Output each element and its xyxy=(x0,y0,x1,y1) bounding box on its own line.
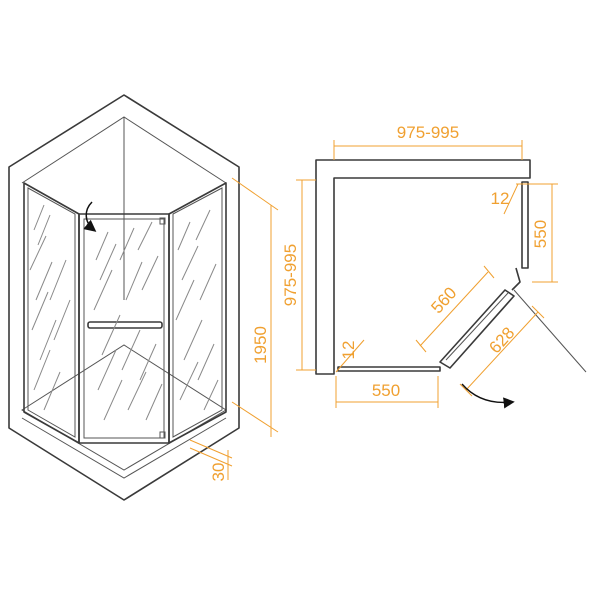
door-glass-label: 560 xyxy=(427,283,460,317)
room-outline xyxy=(8,94,240,501)
glass-hatching xyxy=(29,204,219,421)
door-opening-label: 628 xyxy=(485,323,518,357)
side-panel-bottom-lines xyxy=(335,376,439,408)
offset-left-lines xyxy=(335,339,365,373)
bottom-side-glass xyxy=(337,366,441,372)
offset-right-label: 12 xyxy=(491,189,510,208)
door-opening-arrow-icon xyxy=(461,383,515,409)
hinge-top xyxy=(159,217,166,225)
door-glass-dimension-lines xyxy=(415,265,495,353)
tray-dimension-lines xyxy=(189,439,233,480)
back-walls xyxy=(21,116,227,300)
wall-outline xyxy=(315,159,531,375)
hinge-bottom xyxy=(159,431,166,439)
side-panel-right-lines xyxy=(532,183,558,283)
angled-door xyxy=(439,289,515,369)
door-swing-arrow-icon xyxy=(83,201,97,232)
tray-edge xyxy=(21,417,227,479)
right-glass-panel xyxy=(168,182,227,444)
door-opening-dimension-lines xyxy=(459,305,545,397)
height-label: 1950 xyxy=(251,326,270,364)
side-panel-bottom-label: 550 xyxy=(372,381,400,400)
height-dimension-lines xyxy=(231,177,279,437)
offset-left-label: 12 xyxy=(339,341,358,360)
door-open-position xyxy=(513,289,587,373)
shower-tray xyxy=(21,344,227,471)
tray-height-label: 30 xyxy=(209,463,228,482)
width-label: 975-995 xyxy=(397,123,459,142)
width-dimension-lines xyxy=(333,140,523,160)
depth-dimension-lines xyxy=(296,179,316,371)
side-panel-right-label: 550 xyxy=(531,220,550,248)
depth-label: 975-995 xyxy=(281,244,300,306)
front-view: 1950 30 xyxy=(8,94,279,501)
door-handle-bar xyxy=(87,321,163,329)
right-side-glass xyxy=(521,181,529,269)
plan-view: 975-995 975-995 12 550 12 550 560 628 xyxy=(281,123,587,409)
